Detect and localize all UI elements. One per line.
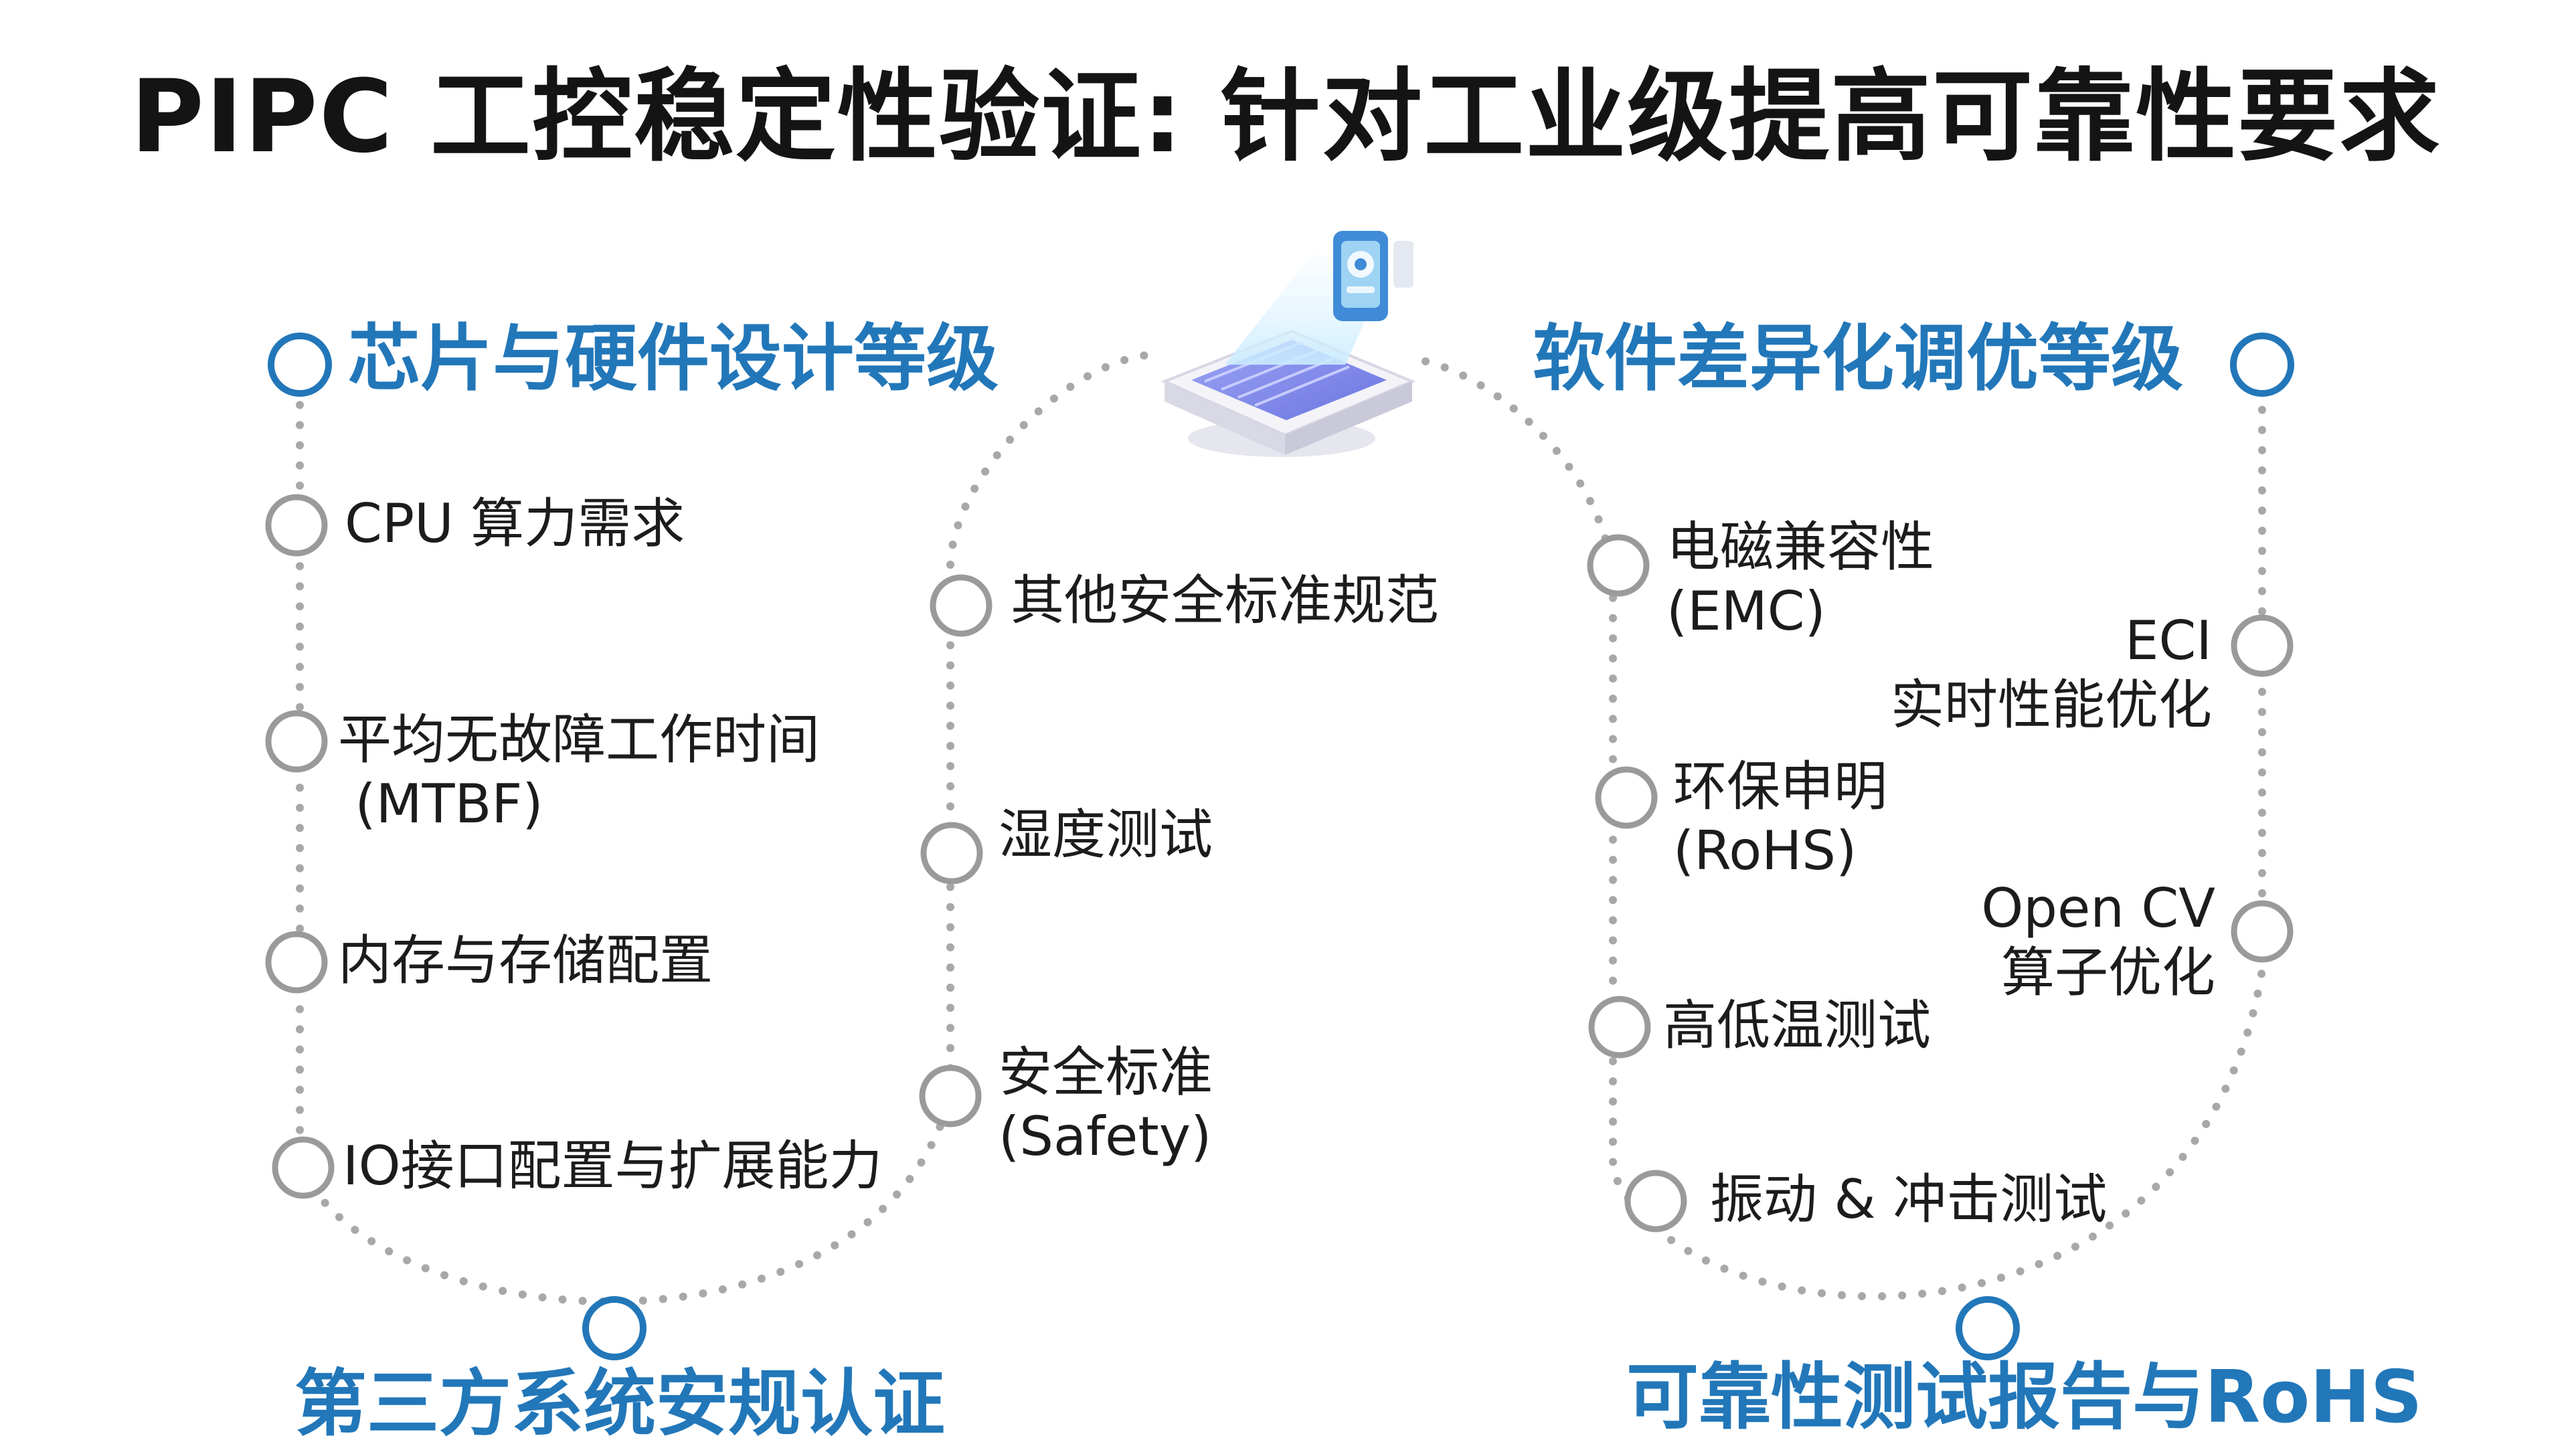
node-gray <box>1595 766 1658 829</box>
node-gray <box>1587 534 1650 597</box>
node-gray <box>1588 996 1651 1059</box>
item-eci-realtime: ECI 实时性能优化 <box>1891 610 2212 736</box>
node-gray <box>265 931 328 994</box>
item-vibration-shock-test: 振动 & 冲击测试 <box>1710 1168 2108 1231</box>
item-temperature-test: 高低温测试 <box>1663 994 1931 1057</box>
node-top-right <box>2230 333 2294 397</box>
section-title-chip-hardware: 芯片与硬件设计等级 <box>348 317 999 401</box>
item-safety-standard: 安全标准 (Safety) <box>999 1041 1213 1168</box>
node-gray <box>1624 1170 1687 1233</box>
node-gray <box>919 1065 982 1127</box>
node-gray <box>272 1136 335 1199</box>
item-io-interfaces: IO接口配置与扩展能力 <box>343 1135 883 1197</box>
item-rohs-declaration: 环保申明 (RoHS) <box>1673 755 1887 882</box>
chip-scanner-icon <box>1161 231 1416 457</box>
page-title: PIPC 工控稳定性验证: 针对工业级提高可靠性要求 <box>131 59 2441 175</box>
section-title-reliability-report: 可靠性测试报告与RoHS <box>1626 1356 2423 1439</box>
node-bottom-right <box>1956 1296 2020 1360</box>
node-gray <box>265 494 328 557</box>
item-memory-storage: 内存与存储配置 <box>338 929 713 992</box>
item-mtbf: 平均无故障工作时间 (MTBF) <box>338 709 820 835</box>
node-gray <box>930 574 993 637</box>
node-gray <box>2231 900 2294 963</box>
item-opencv-operator: Open CV 算子优化 <box>1981 877 2215 1004</box>
section-title-software-tuning: 软件差异化调优等级 <box>1533 317 2184 401</box>
node-top-left <box>268 333 332 397</box>
item-cpu-requirement: CPU 算力需求 <box>345 492 685 555</box>
node-gray <box>265 710 328 773</box>
node-gray <box>920 822 983 885</box>
section-title-third-party-certification: 第三方系统安规认证 <box>294 1362 946 1446</box>
item-emc: 电磁兼容性 (EMC) <box>1666 516 1934 642</box>
node-gray <box>2231 614 2294 677</box>
item-humidity-test: 湿度测试 <box>999 804 1213 866</box>
item-other-safety-standards: 其他安全标准规范 <box>1011 569 1439 632</box>
node-bottom-left <box>582 1296 647 1360</box>
dotted-path <box>296 351 2266 1306</box>
